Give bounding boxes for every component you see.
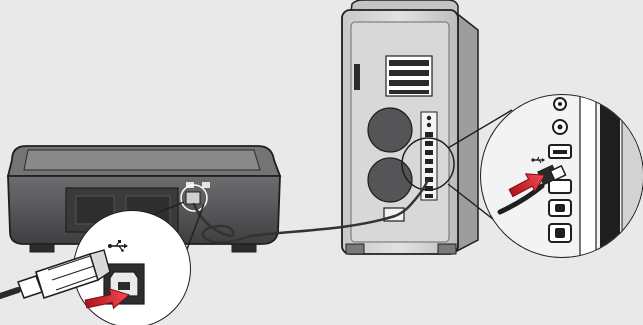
tower-usb-port-2 — [548, 179, 572, 194]
tower-port-highlight — [401, 137, 455, 191]
printer-usb-port — [185, 191, 201, 205]
usb-icon — [108, 240, 128, 252]
computer-tower — [341, 0, 479, 255]
usb-cable — [192, 178, 430, 244]
tower-zoom-callout — [480, 94, 643, 258]
psu-vents — [354, 55, 433, 97]
fan-grille-top — [367, 107, 413, 153]
printer-usb-plug — [0, 249, 111, 300]
tower-usb-plug — [497, 164, 567, 215]
red-arrow-icon — [84, 288, 131, 310]
fan-grille-bottom — [367, 157, 413, 203]
red-arrow-icon — [508, 173, 546, 198]
usb-icon — [531, 156, 545, 164]
